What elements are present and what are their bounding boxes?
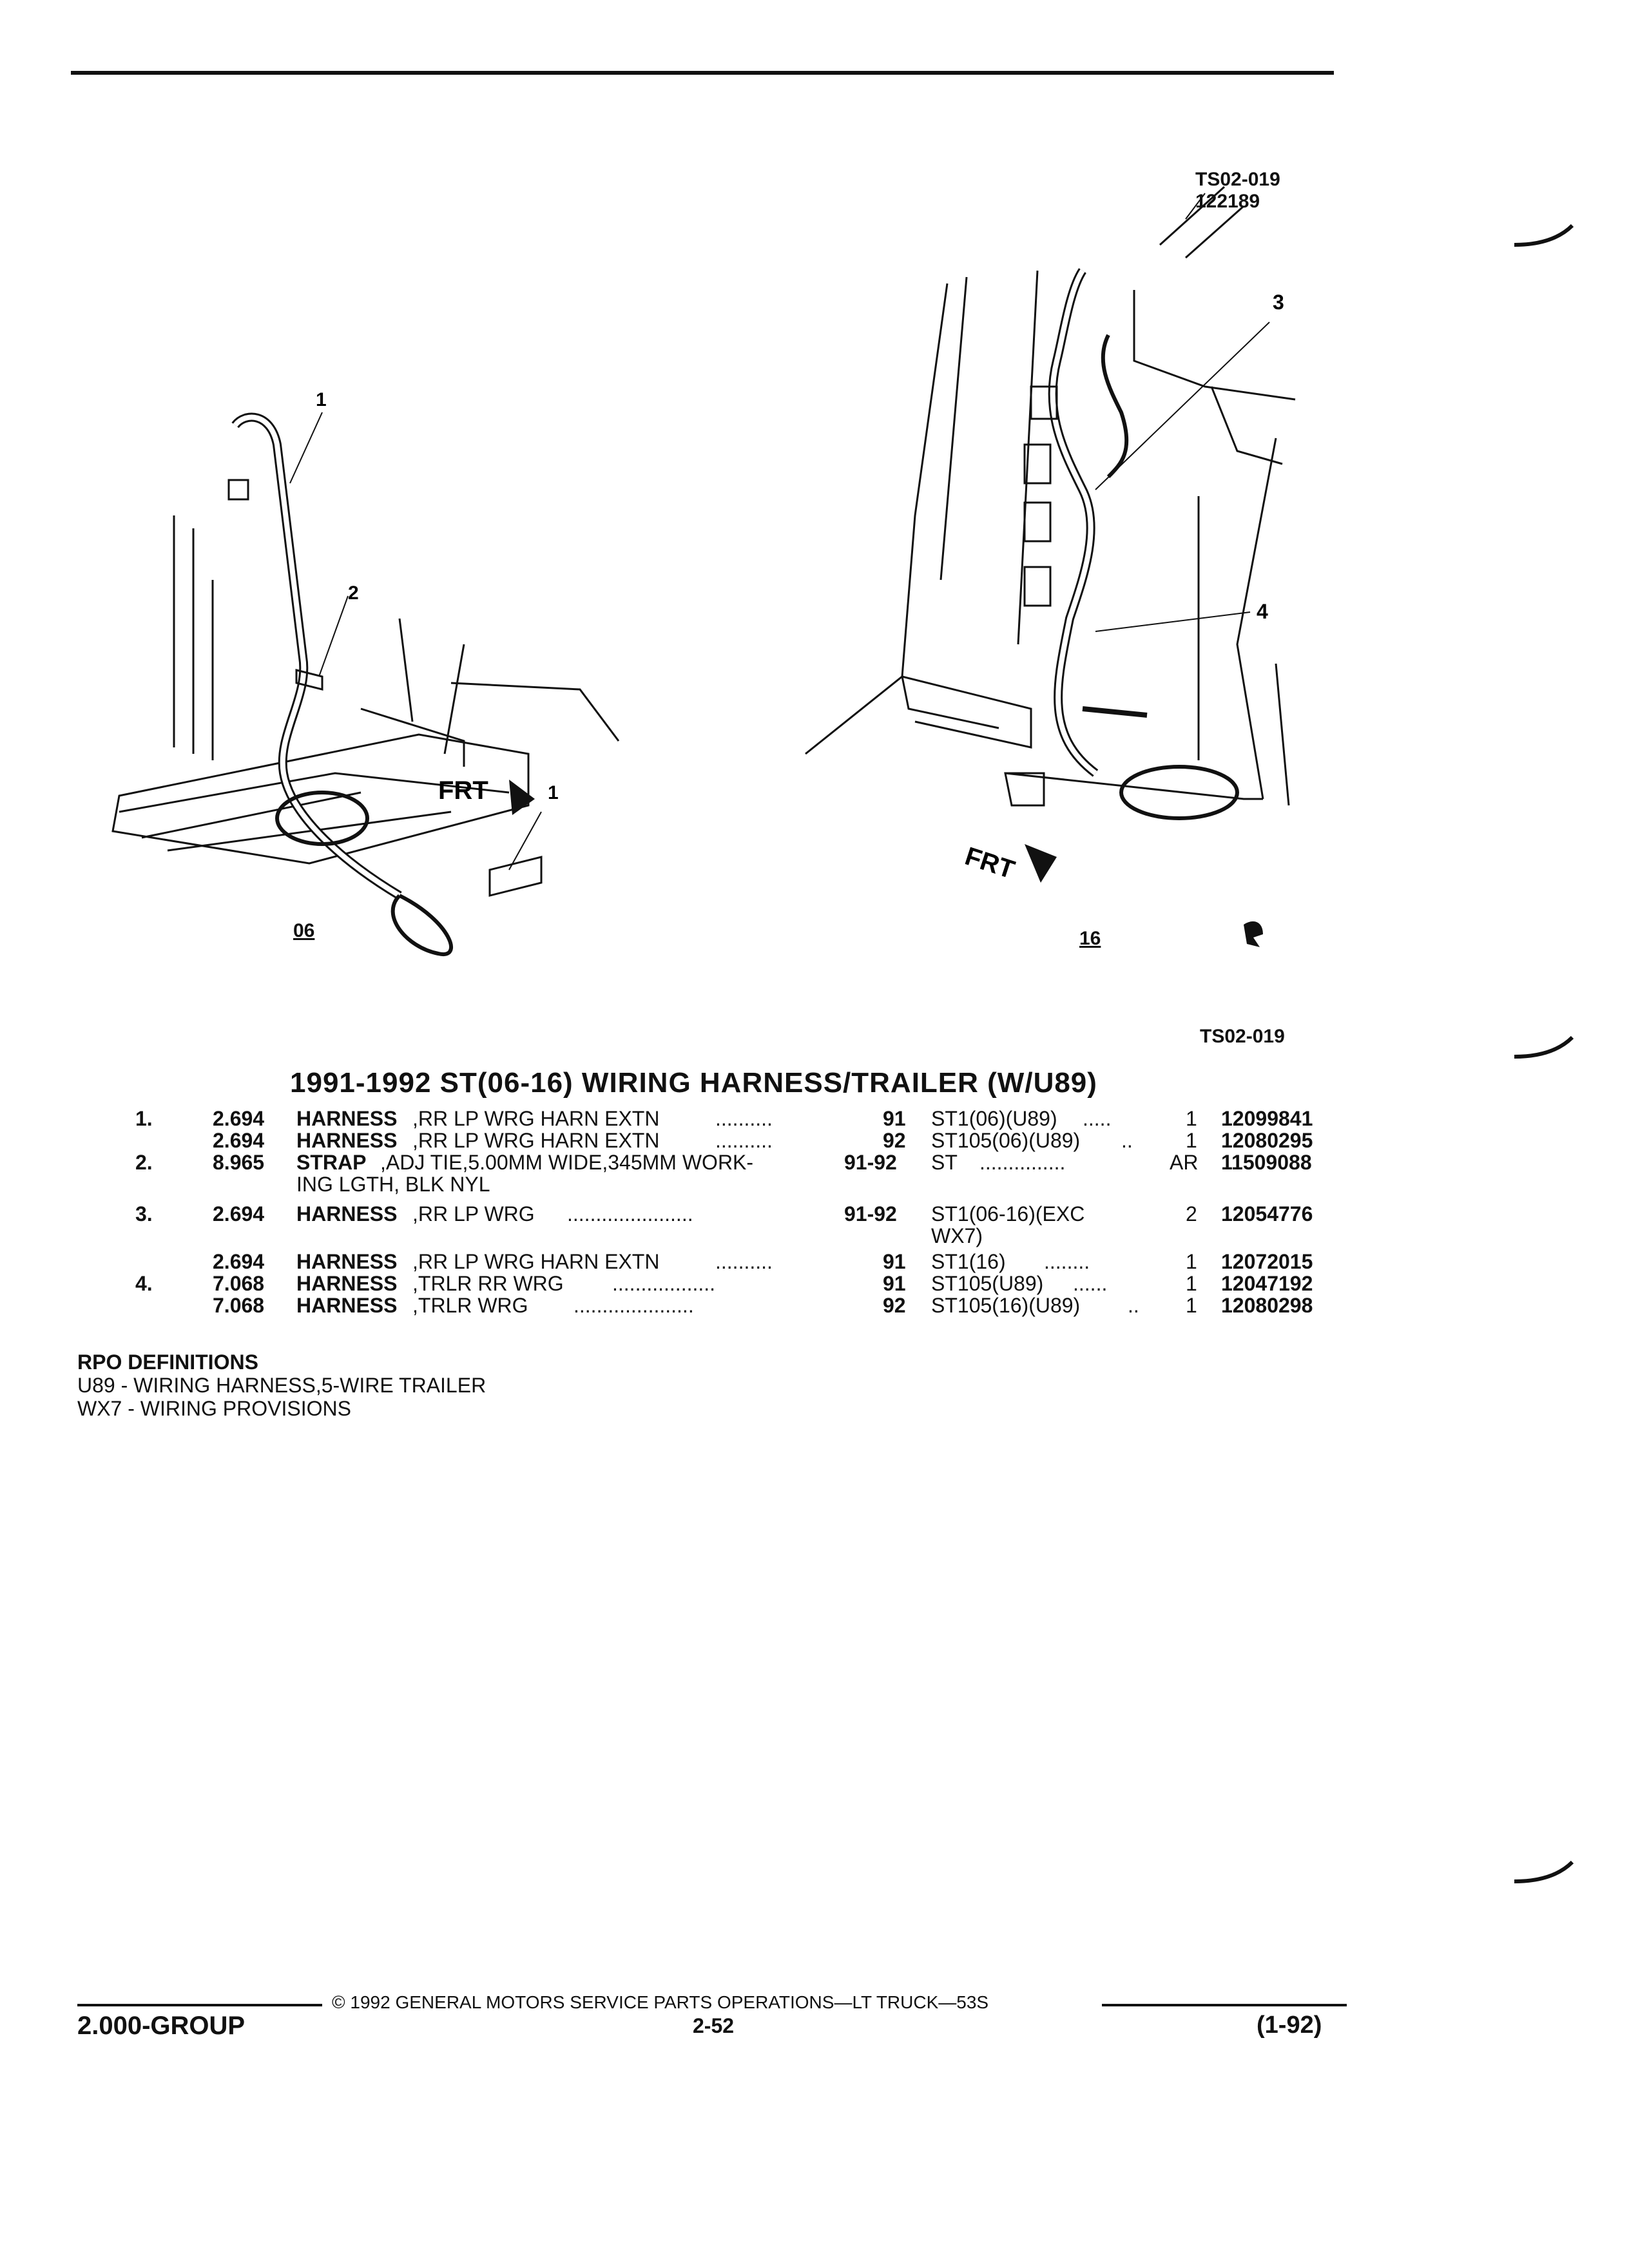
callout-2-left: 2: [348, 582, 359, 604]
part-number: 12080298: [1221, 1294, 1313, 1317]
group-number: 2.694: [213, 1250, 265, 1273]
part-number: 12099841: [1221, 1107, 1313, 1130]
footer-group: 2.000-GROUP: [77, 2012, 246, 2040]
part-number: 12072015: [1221, 1250, 1313, 1273]
binding-marks: [1514, 224, 1574, 1883]
application: ST105(U89): [931, 1272, 1044, 1295]
model-year: 91-92: [844, 1151, 897, 1174]
item-number: 4.: [135, 1272, 153, 1295]
figure-left-label: 06: [293, 920, 315, 941]
quantity: 1: [1186, 1129, 1197, 1152]
quantity: 1: [1186, 1294, 1197, 1317]
part-name: HARNESS: [296, 1129, 398, 1152]
callout-1-left: 1: [316, 389, 327, 410]
application: ST1(06-16)(EXC: [931, 1202, 1085, 1225]
group-number: 2.694: [213, 1202, 265, 1225]
part-desc: ,RR LP WRG HARN EXTN: [412, 1129, 660, 1152]
footer-rule-left: [77, 2004, 322, 2006]
model-year: 91: [883, 1107, 906, 1130]
model-year: 92: [883, 1129, 906, 1152]
footer-rule-right: [1102, 2004, 1347, 2006]
figure-code-top: TS02-019: [1195, 169, 1280, 190]
callout-4-right: 4: [1257, 600, 1268, 623]
quantity: AR: [1170, 1151, 1199, 1174]
leader-dots: ..................: [612, 1272, 716, 1295]
item-number: 3.: [135, 1202, 153, 1225]
item-number: 2.: [135, 1151, 153, 1174]
part-desc: ,TRLR RR WRG: [412, 1272, 564, 1295]
leader-dots: ...............: [979, 1151, 1066, 1174]
footer-copyright: © 1992 GENERAL MOTORS SERVICE PARTS OPER…: [332, 1992, 989, 2012]
model-year: 91-92: [844, 1202, 897, 1225]
model-year: 92: [883, 1294, 906, 1317]
leader-dots: ......................: [567, 1202, 693, 1225]
model-year: 91: [883, 1272, 906, 1295]
application: ST: [931, 1151, 958, 1174]
quantity: 2: [1186, 1202, 1197, 1225]
part-name: STRAP: [296, 1151, 367, 1174]
application: ST105(06)(U89): [931, 1129, 1081, 1152]
leader-dots: ......: [1073, 1272, 1108, 1295]
group-number: 7.068: [213, 1294, 265, 1317]
part-name: HARNESS: [296, 1107, 398, 1130]
application: ST1(16): [931, 1250, 1006, 1273]
part-desc: ,RR LP WRG: [412, 1202, 535, 1225]
rpo-heading: RPO DEFINITIONS: [77, 1350, 258, 1374]
item-number: 1.: [135, 1107, 153, 1130]
figure-code-bottom: TS02-019: [1200, 1026, 1285, 1047]
leader-dots: ..: [1128, 1294, 1139, 1317]
part-desc: ,RR LP WRG HARN EXTN: [412, 1107, 660, 1130]
frt-label-right: FRT: [961, 842, 1018, 885]
quantity: 1: [1186, 1107, 1197, 1130]
part-number: 11509088: [1221, 1151, 1312, 1174]
leader-dots: .....................: [574, 1294, 694, 1317]
leader-dots: ..........: [715, 1250, 773, 1273]
rpo-item: WX7 - WIRING PROVISIONS: [77, 1397, 351, 1420]
callout-3-right: 3: [1273, 291, 1284, 314]
part-name: HARNESS: [296, 1250, 398, 1273]
callout-1b-left: 1: [548, 782, 559, 803]
part-name: HARNESS: [296, 1202, 398, 1225]
part-number: 12047192: [1221, 1272, 1313, 1295]
application: WX7): [931, 1224, 983, 1247]
leader-dots: ..........: [715, 1129, 773, 1152]
part-desc: ,ADJ TIE,5.00MM WIDE,345MM WORK-: [380, 1151, 754, 1174]
leader-dots: ........: [1044, 1250, 1090, 1273]
quantity: 1: [1186, 1250, 1197, 1273]
leader-dots: .....: [1083, 1107, 1112, 1130]
model-year: 91: [883, 1250, 906, 1273]
figure-date-code: 122189: [1195, 191, 1260, 212]
footer-page-number: 2-52: [693, 2014, 735, 2037]
leader-dots: ..: [1121, 1129, 1133, 1152]
group-number: 2.694: [213, 1107, 265, 1130]
part-number: 12054776: [1221, 1202, 1313, 1225]
rpo-item: U89 - WIRING HARNESS,5-WIRE TRAILER: [77, 1374, 487, 1397]
group-number: 7.068: [213, 1272, 265, 1295]
parts-illustration: 1 2 1 FRT 3 4 FRT: [111, 186, 1296, 957]
leader-dots: ..........: [715, 1107, 773, 1130]
part-desc: ,TRLR WRG: [412, 1294, 528, 1317]
application: ST1(06)(U89): [931, 1107, 1057, 1130]
frt-label-left: FRT: [438, 776, 488, 805]
part-desc: ,RR LP WRG HARN EXTN: [412, 1250, 660, 1273]
figure-right-label: 16: [1079, 928, 1101, 949]
application: ST105(16)(U89): [931, 1294, 1081, 1317]
section-title: 1991-1992 ST(06-16) WIRING HARNESS/TRAIL…: [290, 1067, 1097, 1099]
header-rule: [71, 71, 1334, 75]
part-name: HARNESS: [296, 1294, 398, 1317]
part-name: HARNESS: [296, 1272, 398, 1295]
quantity: 1: [1186, 1272, 1197, 1295]
group-number: 2.694: [213, 1129, 265, 1152]
part-number: 12080295: [1221, 1129, 1313, 1152]
part-desc: ING LGTH, BLK NYL: [296, 1173, 490, 1196]
group-number: 8.965: [213, 1151, 265, 1174]
footer-date: (1-92): [1257, 2012, 1322, 2039]
